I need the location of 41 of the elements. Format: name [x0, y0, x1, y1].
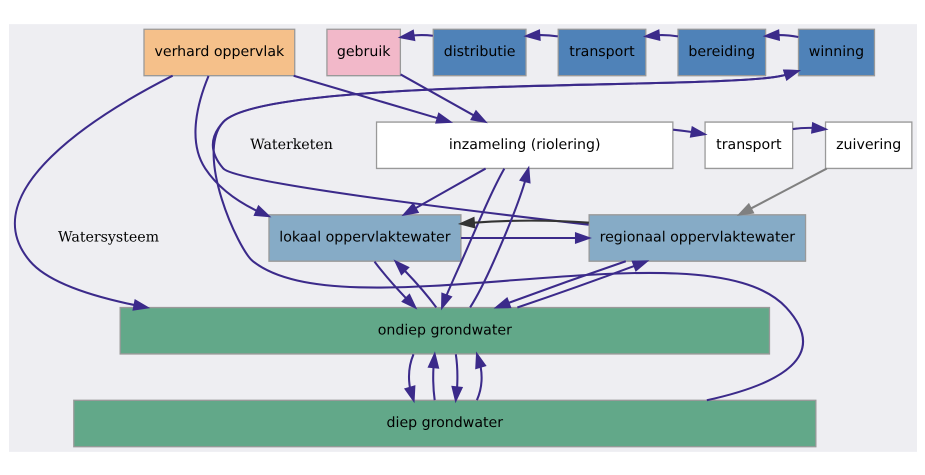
- node-box: ondiep grondwater: [119, 306, 770, 354]
- node-box: distributie: [432, 28, 526, 76]
- arrow: [516, 260, 649, 308]
- arrow: [14, 74, 173, 310]
- node-box: diep grondwater: [72, 399, 816, 447]
- arrow: [400, 167, 486, 216]
- arrow: [194, 75, 271, 217]
- arrow: [292, 74, 453, 124]
- node-box: transport: [704, 120, 793, 169]
- arrow: [762, 28, 798, 40]
- arrow: [457, 216, 588, 228]
- arrow: [474, 350, 486, 400]
- arrow: [397, 28, 432, 41]
- node-box: bereiding: [676, 28, 766, 76]
- node-box: zuivering: [824, 120, 912, 169]
- arrow: [393, 258, 437, 308]
- arrow: [736, 167, 827, 216]
- label: Waterketen: [250, 136, 332, 152]
- arrow: [522, 28, 558, 40]
- arrow: [211, 68, 800, 226]
- node-box: gebruik: [326, 28, 401, 76]
- arrow: [212, 68, 804, 401]
- node-box: verhard oppervlak: [142, 28, 295, 76]
- arrow: [373, 260, 417, 310]
- node-box: transport: [557, 28, 646, 76]
- arrow: [403, 353, 415, 403]
- arrow: [792, 121, 828, 134]
- arrow: [450, 354, 463, 403]
- node-box: regionaal oppervlaktewater: [588, 214, 806, 262]
- arrow: [440, 168, 505, 310]
- arrow: [672, 125, 708, 138]
- node-box: inzameling (riolering): [375, 120, 673, 169]
- arrow: [400, 73, 488, 123]
- arrow: [493, 260, 626, 308]
- arrow: [460, 232, 592, 244]
- arrow: [642, 28, 678, 40]
- node-box: winning: [797, 28, 875, 76]
- node-box: lokaal oppervlaktewater: [268, 214, 462, 262]
- arrow: [426, 350, 439, 400]
- label: Watersysteem: [58, 229, 159, 246]
- arrow: [468, 165, 530, 308]
